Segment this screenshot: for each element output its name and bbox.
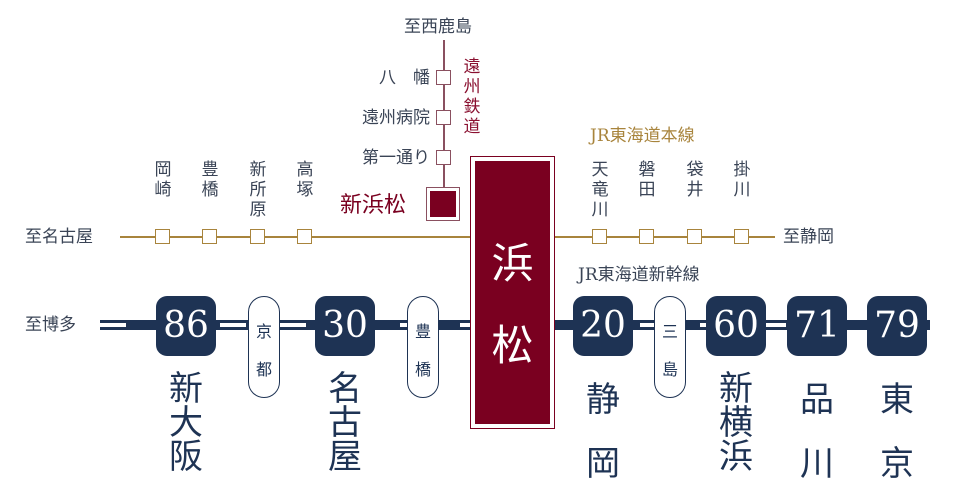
jr-station-label: 豊橋 (201, 160, 219, 200)
station-name: 品川 (800, 380, 834, 484)
jr-line-name: JR東海道本線 (590, 126, 695, 146)
station-name: 新横浜 (719, 369, 753, 477)
station-marker (734, 229, 749, 244)
station-marker (639, 229, 654, 244)
pass-station-mishima: 三島 (654, 296, 686, 398)
jr-station-label: 天竜川 (591, 160, 609, 220)
enshu-line-name: 遠州鉄道 (463, 57, 481, 137)
jr-east-direction: 至静岡 (783, 227, 834, 247)
station-marker (250, 229, 265, 244)
station-marker (202, 229, 217, 244)
enshu-station-label: 遠州病院 (362, 108, 430, 128)
travel-time-badge: 79 (867, 296, 927, 356)
enshu-direction-label: 至西鹿島 (404, 17, 472, 37)
shinkansen-west-direction: 至博多 (25, 315, 76, 335)
station-marker (436, 150, 451, 165)
station-marker (592, 229, 607, 244)
hamamatsu-label: 浜松 (475, 161, 550, 424)
station-name: 新大阪 (169, 369, 203, 477)
travel-time-badge: 20 (573, 296, 633, 356)
jr-west-direction: 至名古屋 (25, 227, 93, 247)
jr-station-label: 岡崎 (154, 160, 172, 200)
shinkansen-line-name: JR東海道新幹線 (578, 265, 700, 285)
jr-station-label: 磐田 (638, 160, 656, 200)
jr-station-label: 袋井 (686, 160, 704, 200)
shin-hamamatsu-marker (426, 187, 460, 221)
station-marker (155, 229, 170, 244)
enshu-station-label: 八 幡 (379, 68, 430, 88)
pass-station-toyohashi: 豊橋 (407, 296, 439, 398)
pass-station-kyoto: 京都 (248, 296, 280, 398)
travel-time-badge: 71 (787, 296, 847, 356)
travel-time-badge: 86 (156, 296, 216, 356)
hamamatsu-station: 浜松 (470, 156, 555, 429)
jr-station-label: 高塚 (296, 160, 314, 200)
station-marker (436, 70, 451, 85)
shin-hamamatsu-label: 新浜松 (340, 193, 407, 218)
station-name: 名古屋 (328, 369, 362, 477)
jr-line-track (120, 236, 775, 238)
station-name: 静岡 (586, 380, 620, 484)
station-name: 東京 (880, 380, 914, 484)
station-marker (436, 110, 451, 125)
station-marker (687, 229, 702, 244)
jr-station-label: 新所原 (249, 160, 267, 220)
jr-station-label: 掛川 (733, 160, 751, 200)
travel-time-badge: 30 (315, 296, 375, 356)
enshu-station-label: 第一通り (362, 148, 430, 168)
station-marker (297, 229, 312, 244)
travel-time-badge: 60 (706, 296, 766, 356)
